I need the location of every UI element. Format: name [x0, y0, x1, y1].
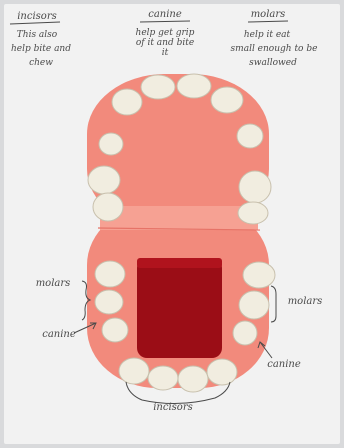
underline-molars [248, 21, 288, 22]
caption-canine-title: canine [130, 10, 200, 20]
lower-tooth [207, 359, 237, 385]
lower-tooth [239, 291, 269, 319]
caption-molars-title: molars [238, 10, 298, 20]
caption-molars-line1: help it eat [230, 30, 304, 40]
lower-tooth [148, 366, 178, 390]
caption-canine-line1: help get grip [118, 28, 212, 38]
lower-tooth [102, 318, 128, 342]
lower-tooth [119, 358, 149, 384]
label-molars-left: molars [30, 279, 76, 289]
bracket-molars-right [271, 286, 276, 322]
caption-canine-line3: it [130, 48, 200, 58]
upper-tooth [112, 89, 142, 115]
tongue [137, 258, 222, 358]
caption-incisors-line3: chew [8, 58, 74, 68]
caption-molars-line2: small enough to be [222, 44, 326, 54]
fold-strip [100, 206, 258, 230]
upper-tooth [238, 202, 268, 224]
lower-tooth [95, 261, 125, 287]
caption-canine-line2: of it and bite [118, 38, 212, 48]
upper-tooth [99, 133, 123, 155]
caption-molars-line3: swallowed [236, 58, 310, 68]
underline-incisors [10, 22, 60, 24]
upper-tooth [177, 74, 211, 98]
label-molars-right: molars [277, 297, 333, 307]
label-canine-right: canine [256, 360, 312, 370]
upper-tooth [88, 166, 120, 194]
lower-tooth [243, 262, 275, 288]
label-incisors-bottom: incisors [140, 403, 206, 413]
upper-tooth [93, 193, 123, 221]
upper-tooth [239, 171, 271, 203]
lower-tooth [233, 321, 257, 345]
upper-tooth [141, 75, 175, 99]
caption-incisors-title: incisors [8, 12, 66, 22]
lower-tooth [95, 290, 123, 314]
tongue-top [137, 258, 222, 268]
upper-tooth [211, 87, 243, 113]
caption-incisors-line1: This also [8, 30, 66, 40]
lower-tooth [178, 366, 208, 392]
upper-tooth [237, 124, 263, 148]
label-canine-left: canine [36, 330, 82, 340]
underline-canine [140, 21, 190, 22]
caption-incisors-line2: help bite and [0, 44, 82, 54]
